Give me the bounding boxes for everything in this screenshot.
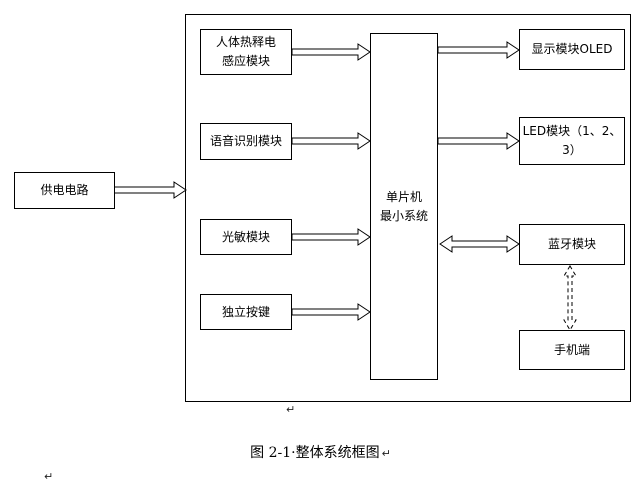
- module-mcu-label-line2: 最小系统: [379, 208, 428, 223]
- module-power-supply-label: 供电电路: [40, 183, 89, 198]
- module-bluetooth-label: 蓝牙模块: [547, 237, 596, 252]
- paragraph-mark-bottom-left: ↵: [44, 470, 54, 483]
- paragraph-mark-caption: ↵: [381, 447, 391, 460]
- module-pir-sensor: 人体热释电 感应模块: [200, 29, 292, 75]
- module-voice-label: 语音识别模块: [209, 134, 282, 149]
- module-independent-key: 独立按键: [200, 294, 292, 330]
- module-phone-label: 手机端: [553, 342, 590, 357]
- module-mcu-minimal-system: 单片机 最小系统: [370, 33, 438, 380]
- figure-caption-text: 图 2-1·整体系统框图: [250, 445, 380, 461]
- arrow-power-to-system: [113, 181, 187, 199]
- module-led-label-line2: 3）: [562, 143, 582, 157]
- module-power-supply: 供电电路: [14, 172, 115, 209]
- module-led: LED模块（1、2、 3）: [519, 117, 625, 165]
- module-mcu-label-line1: 单片机: [385, 189, 422, 204]
- module-light-label: 光敏模块: [221, 229, 270, 244]
- module-oled-display: 显示模块OLED: [519, 29, 625, 70]
- module-bluetooth: 蓝牙模块: [519, 224, 625, 265]
- module-light-sensor: 光敏模块: [200, 219, 292, 255]
- module-pir-label-line2: 感应模块: [221, 54, 270, 68]
- module-pir-label-line1: 人体热释电: [215, 35, 276, 50]
- module-voice-recognition: 语音识别模块: [200, 123, 292, 160]
- module-oled-label: 显示模块OLED: [531, 42, 613, 57]
- module-key-label: 独立按键: [221, 304, 270, 319]
- figure-caption: 图 2-1·整体系统框图↵: [0, 442, 641, 462]
- module-phone: 手机端: [519, 330, 625, 370]
- paragraph-mark-under-frame: ↵: [286, 403, 296, 416]
- module-led-label-line1: LED模块（1、2、: [522, 124, 622, 139]
